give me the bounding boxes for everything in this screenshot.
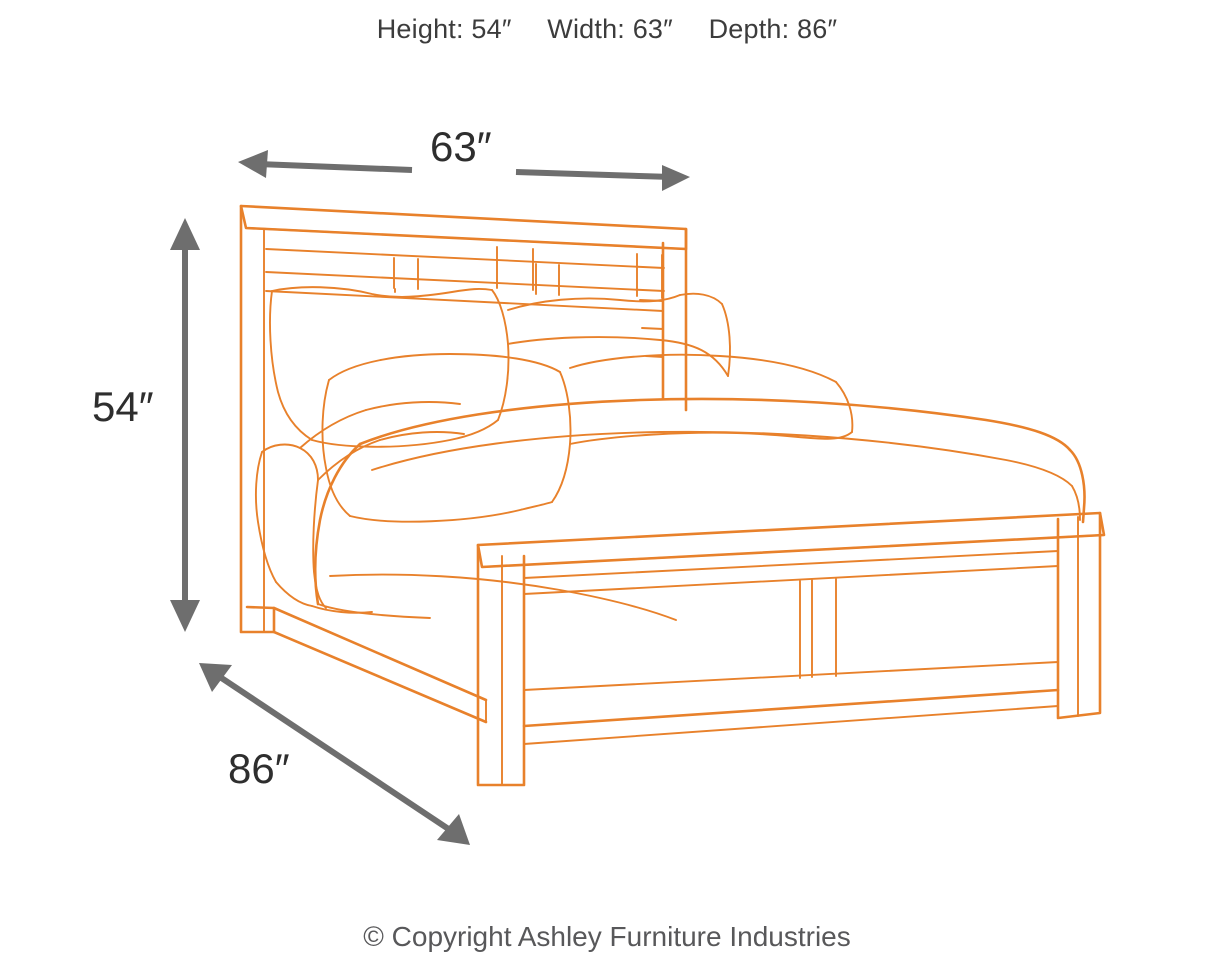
spec-width: Width: 63″ <box>547 14 673 44</box>
side-rail <box>272 606 488 724</box>
depth-dimension-label: 86″ <box>228 745 290 792</box>
spec-height: Height: 54″ <box>376 14 512 44</box>
pillows <box>269 286 854 523</box>
headboard <box>239 204 688 634</box>
height-dimension-arrow <box>170 218 200 632</box>
spec-depth: Depth: 86″ <box>708 14 838 44</box>
depth-dimension-arrow <box>199 663 470 845</box>
width-dimension-arrow <box>238 150 690 191</box>
width-dimension-label: 63″ <box>430 123 492 170</box>
height-dimension-label: 54″ <box>92 383 154 430</box>
draped-throw <box>254 401 465 614</box>
copyright-notice: © Copyright Ashley Furniture Industries <box>363 921 851 952</box>
spec-header: Height: 54″ Width: 63″ Depth: 86″ <box>0 14 1214 45</box>
headboard-slat-panel <box>265 246 664 358</box>
footboard <box>476 511 1106 787</box>
